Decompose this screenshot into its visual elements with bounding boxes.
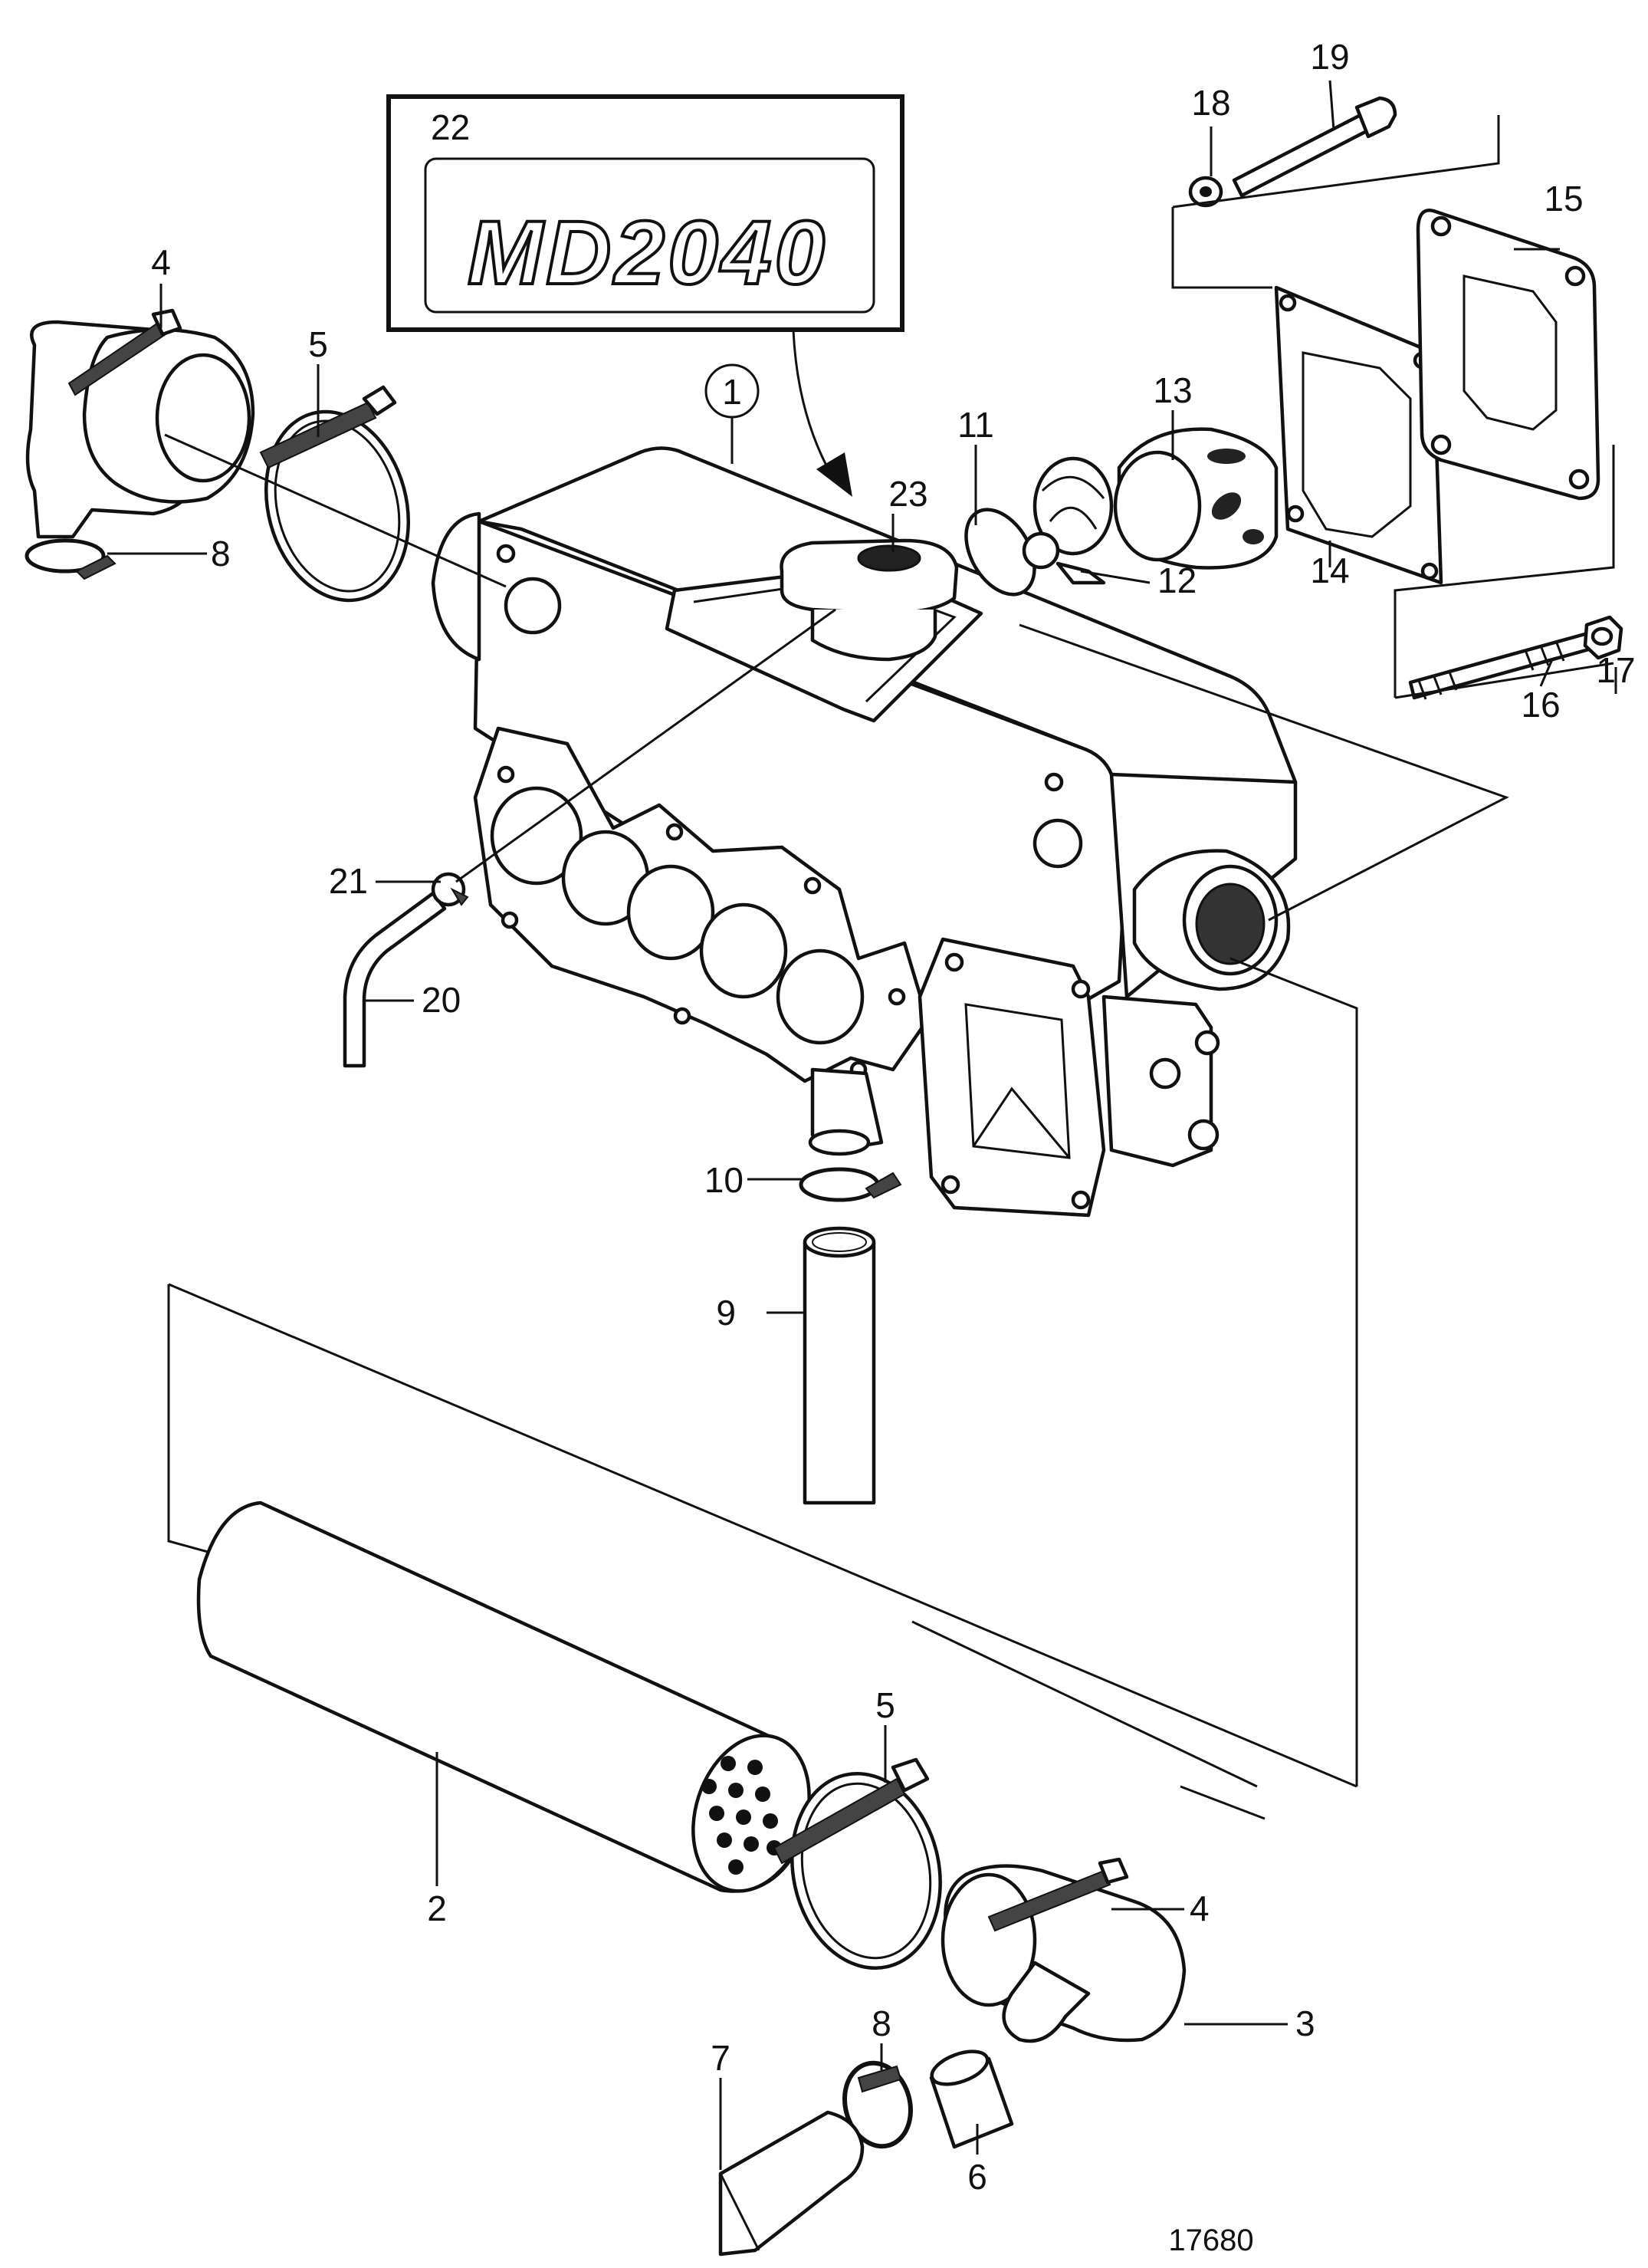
callout-7: 7 xyxy=(711,2038,730,2078)
callout-16: 16 xyxy=(1521,685,1560,725)
callout-8b: 8 xyxy=(872,2003,891,2043)
callout-2: 2 xyxy=(427,1888,447,1928)
small-clamp-lower xyxy=(799,1167,902,1202)
callout-11: 11 xyxy=(957,405,994,445)
callout-5a: 5 xyxy=(308,324,328,364)
callout-4b: 4 xyxy=(1190,1888,1210,1928)
washer xyxy=(1188,176,1223,208)
leader-lines xyxy=(107,80,1617,2170)
callout-19: 19 xyxy=(1310,37,1349,77)
callout-18: 18 xyxy=(1191,83,1230,123)
decal-panel: 22 MD2040 xyxy=(386,94,904,332)
figure-number: 17680 xyxy=(1168,2224,1253,2257)
long-bolt xyxy=(1232,96,1397,198)
decal-arrow xyxy=(792,329,852,497)
grouping-lines xyxy=(167,115,1615,1820)
hose-clamp-upper xyxy=(259,385,411,603)
callout-23: 23 xyxy=(888,474,927,514)
callout-13: 13 xyxy=(1153,370,1192,410)
gasket xyxy=(1274,285,1443,585)
thermostat-housing xyxy=(1113,427,1279,570)
callout-14: 14 xyxy=(1310,551,1349,590)
callout-15: 15 xyxy=(1544,179,1583,219)
callout-6: 6 xyxy=(967,2157,987,2197)
exhaust-hose xyxy=(718,2110,865,2256)
callout-9: 9 xyxy=(716,1293,736,1333)
hose-clip xyxy=(431,872,469,907)
callout-labels: 1 2 3 4 4 5 5 6 7 8 8 9 10 11 12 13 14 1… xyxy=(151,37,1635,2197)
callout-8a: 8 xyxy=(211,534,231,574)
small-clamp-upper xyxy=(25,538,117,580)
coolant-hose xyxy=(803,1226,876,1505)
thermostat xyxy=(1022,456,1114,585)
axis-line-cap xyxy=(455,608,836,883)
axis-line-upper xyxy=(164,433,507,588)
decal-text: MD2040 xyxy=(468,202,828,304)
silencer-tube xyxy=(196,1500,811,1893)
small-clamp-outlet xyxy=(842,2060,913,2149)
callout-10: 10 xyxy=(704,1160,744,1200)
stud xyxy=(1408,630,1597,700)
callout-20: 20 xyxy=(422,980,461,1020)
hose-clamp-lower xyxy=(773,1757,942,1971)
callout-1: 1 xyxy=(722,372,742,412)
flange-nut xyxy=(1583,615,1623,660)
callout-1-circle xyxy=(704,363,760,419)
callout-3: 3 xyxy=(1295,2003,1315,2043)
thermostat-seal-ring xyxy=(964,508,1036,597)
callout-17: 17 xyxy=(1596,650,1635,690)
decal-callout: 22 xyxy=(431,107,470,147)
callout-21: 21 xyxy=(329,861,368,901)
outlet-pipe xyxy=(929,2049,1014,2149)
callout-5b: 5 xyxy=(875,1685,895,1725)
elbow-upper xyxy=(25,308,255,539)
callout-12: 12 xyxy=(1157,560,1197,600)
end-cover xyxy=(1416,209,1600,501)
pressure-cap xyxy=(780,538,959,662)
elbow-lower xyxy=(941,1857,1187,2043)
callout-4a: 4 xyxy=(151,242,171,282)
